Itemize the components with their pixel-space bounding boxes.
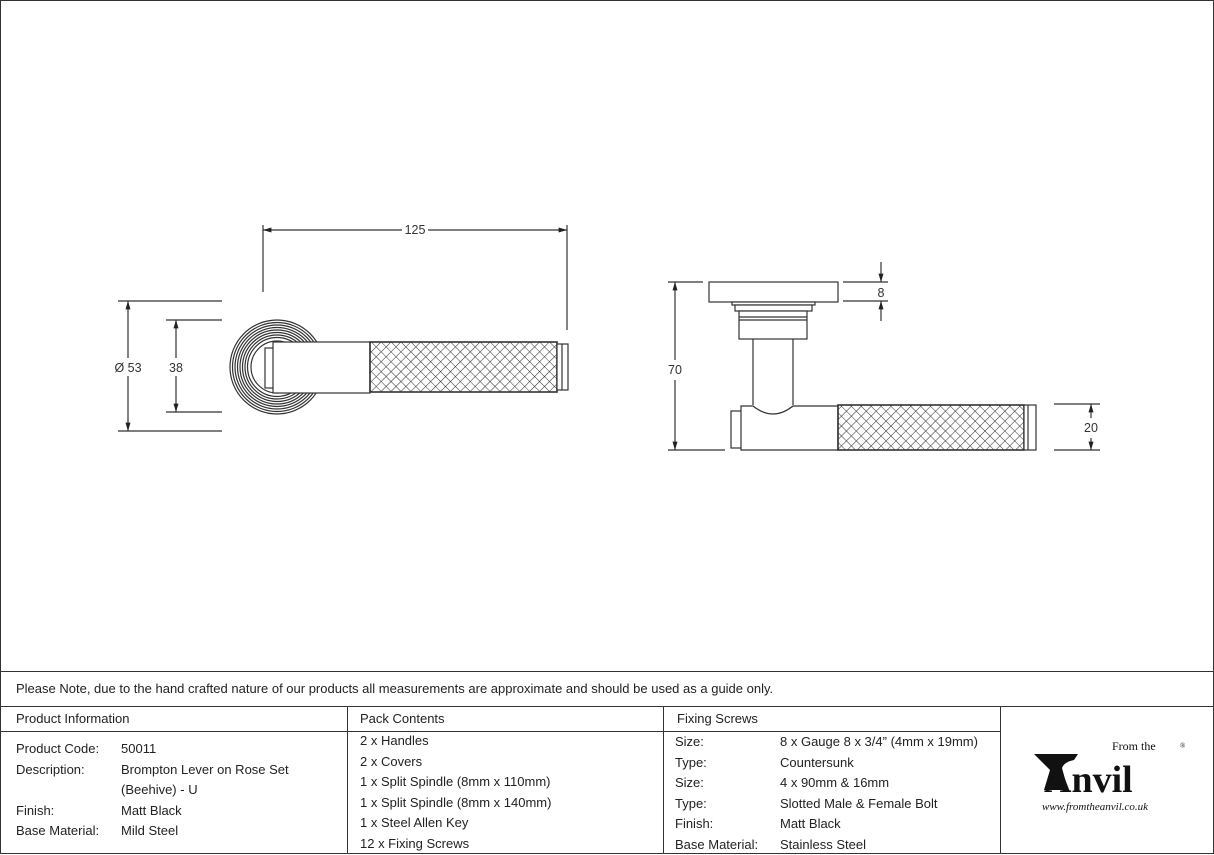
pack-item: 1 x Steel Allen Key (360, 813, 551, 834)
logo-registered-mark: ® (1180, 742, 1186, 750)
product-info-row: Base Material:Mild Steel (16, 821, 289, 842)
fixing-row: Finish:Matt Black (675, 814, 978, 835)
front-view (118, 225, 568, 431)
fixing-row: Size:4 x 90mm & 16mm (675, 773, 978, 794)
product-info-row: Product Code:50011 (16, 739, 289, 760)
pack-item: 1 x Split Spindle (8mm x 110mm) (360, 772, 551, 793)
logo-brand: Anvil (1044, 759, 1133, 801)
divider (0, 671, 1214, 672)
pack-item: 1 x Split Spindle (8mm x 140mm) (360, 793, 551, 814)
from-the-anvil-logo: From the Anvil ® www.fromtheanvil.co.uk (1030, 740, 1190, 820)
dim-inner-diameter: 38 (169, 361, 183, 375)
divider (347, 706, 348, 854)
product-info-list: Product Code:50011 Description:Brompton … (16, 739, 289, 842)
measurement-note: Please Note, due to the hand crafted nat… (16, 681, 773, 696)
product-info-row: Description:Brompton Lever on Rose Set (16, 760, 289, 781)
dim-rose-thickness: 8 (878, 286, 885, 300)
knurled-grip-side (838, 405, 1024, 450)
pack-item: 12 x Fixing Screws (360, 834, 551, 855)
divider (1000, 706, 1001, 854)
fixing-row: Type:Countersunk (675, 753, 978, 774)
pack-item: 2 x Covers (360, 752, 551, 773)
product-info-heading: Product Information (16, 711, 129, 726)
rose-plate (709, 282, 838, 302)
fixing-screws-list: Size:8 x Gauge 8 x 3/4” (4mm x 19mm) Typ… (675, 732, 978, 855)
knurled-grip (370, 342, 557, 392)
divider (0, 706, 1214, 707)
product-info-row: (Beehive) - U (16, 780, 289, 801)
dim-lever-height: 20 (1084, 421, 1098, 435)
pack-item: 2 x Handles (360, 731, 551, 752)
lever-neck (273, 342, 370, 393)
fixing-row: Type:Slotted Male & Female Bolt (675, 794, 978, 815)
divider (663, 706, 664, 854)
fixing-row: Size:8 x Gauge 8 x 3/4” (4mm x 19mm) (675, 732, 978, 753)
pack-contents-heading: Pack Contents (360, 711, 445, 726)
logo-url: www.fromtheanvil.co.uk (1042, 801, 1149, 813)
technical-drawing: 125 Ø 53 38 70 8 20 (0, 0, 1214, 670)
dim-projection: 70 (668, 363, 682, 377)
product-info-row: Finish:Matt Black (16, 801, 289, 822)
lever-body (741, 406, 838, 450)
logo-from-the: From the (1112, 740, 1156, 753)
dim-length: 125 (405, 223, 426, 237)
dim-rose-diameter: Ø 53 (114, 361, 141, 375)
pack-contents-list: 2 x Handles 2 x Covers 1 x Split Spindle… (360, 731, 551, 854)
fixing-row: Base Material:Stainless Steel (675, 835, 978, 855)
fixing-screws-heading: Fixing Screws (677, 711, 758, 726)
